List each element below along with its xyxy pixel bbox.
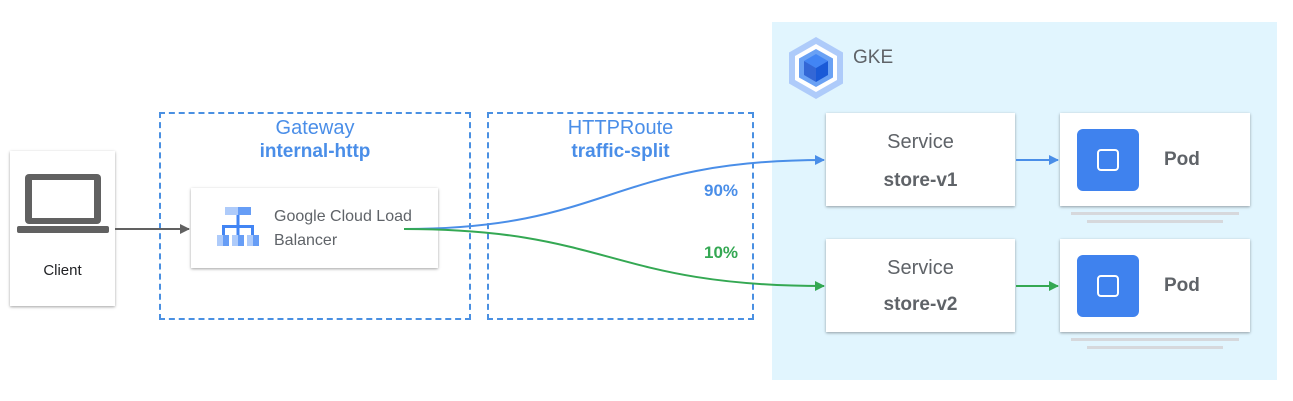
httproute-title: HTTPRoute: [567, 117, 674, 139]
service-card-store-v2: Service store-v2: [826, 239, 1015, 332]
httproute-box: HTTPRoute traffic-split: [487, 112, 754, 320]
pod-icon: [1077, 255, 1139, 317]
service-name: store-v2: [883, 294, 958, 315]
pod-replica-shadow: [1071, 212, 1239, 215]
pod-card: Pod: [1060, 113, 1250, 206]
gke-label: GKE: [853, 47, 894, 68]
gke-icon: [789, 37, 843, 99]
client-label: Client: [43, 262, 82, 279]
route-arrow-store-v1: [403, 155, 825, 230]
pod-icon-square: [1097, 275, 1119, 297]
pod-replica-shadow: [1071, 338, 1239, 341]
gateway-name: internal-http: [259, 141, 371, 162]
pod-icon: [1077, 129, 1139, 191]
service-card-store-v1: Service store-v1: [826, 113, 1015, 206]
laptop-icon: [17, 174, 109, 233]
load-balancer-label-line1: Google Cloud Load: [274, 208, 412, 225]
route-percent-store-v2: 10%: [704, 243, 739, 262]
gateway-title: Gateway: [275, 117, 355, 139]
pod-replica-shadow: [1087, 346, 1223, 349]
pod-card: Pod: [1060, 239, 1250, 332]
load-balancer-icon: [217, 207, 259, 246]
pod-label: Pod: [1164, 275, 1200, 296]
gateway-box: Gateway internal-http: [159, 112, 471, 320]
pod-replica-shadow: [1087, 220, 1223, 223]
route-percent-store-v1: 90%: [704, 181, 739, 200]
service-title: Service: [887, 131, 954, 153]
service-name: store-v1: [883, 170, 958, 191]
route-arrow-store-v2: [403, 228, 825, 291]
pod-label: Pod: [1164, 149, 1200, 170]
load-balancer-label-line2: Balancer: [274, 232, 338, 249]
service-title: Service: [887, 257, 954, 279]
load-balancer-label: Google Cloud Load Balancer: [274, 205, 444, 253]
httproute-name: traffic-split: [571, 141, 670, 162]
pod-icon-square: [1097, 149, 1119, 171]
